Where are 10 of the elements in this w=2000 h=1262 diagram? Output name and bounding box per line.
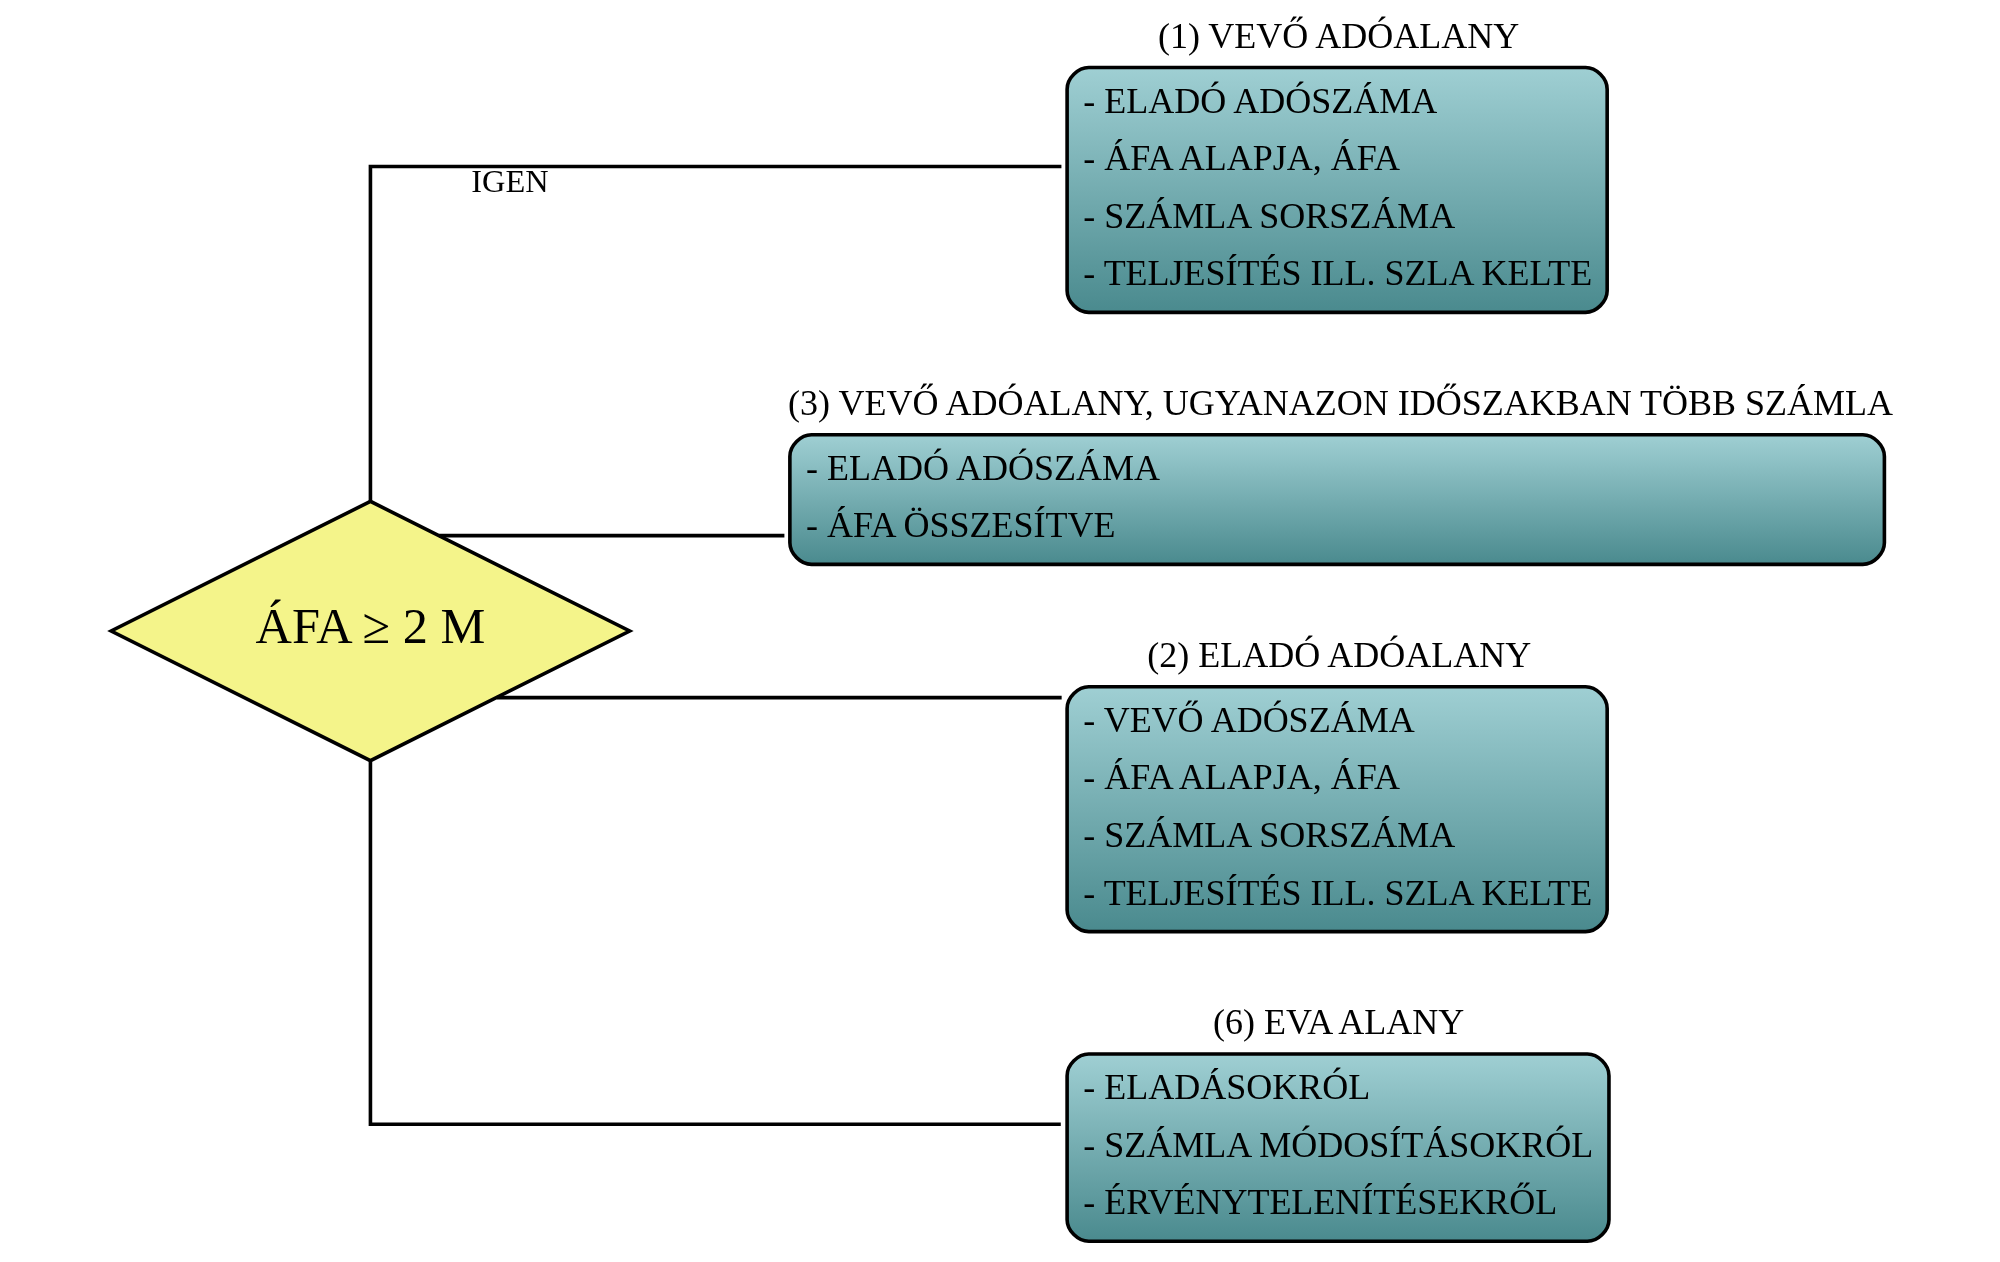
node-label: (3) VEVŐ ADÓALANY, UGYANAZON IDŐSZAKBAN TÖBB SZÁMLA: [787, 382, 1893, 423]
connector: [368, 164, 1061, 501]
node-label: (1) VEVŐ ADÓALANY: [1157, 15, 1519, 56]
connector: [368, 761, 1061, 1127]
node-label: (6) EVA ALANY: [1212, 1002, 1464, 1043]
node-diamond: ÁFA ≥ 2 M: [106, 499, 634, 763]
node-label: (2) ELADÓ ADÓALANY: [1146, 635, 1531, 675]
connector: [496, 695, 1062, 700]
edge-label: IGEN: [470, 163, 549, 200]
connector: [438, 533, 784, 538]
